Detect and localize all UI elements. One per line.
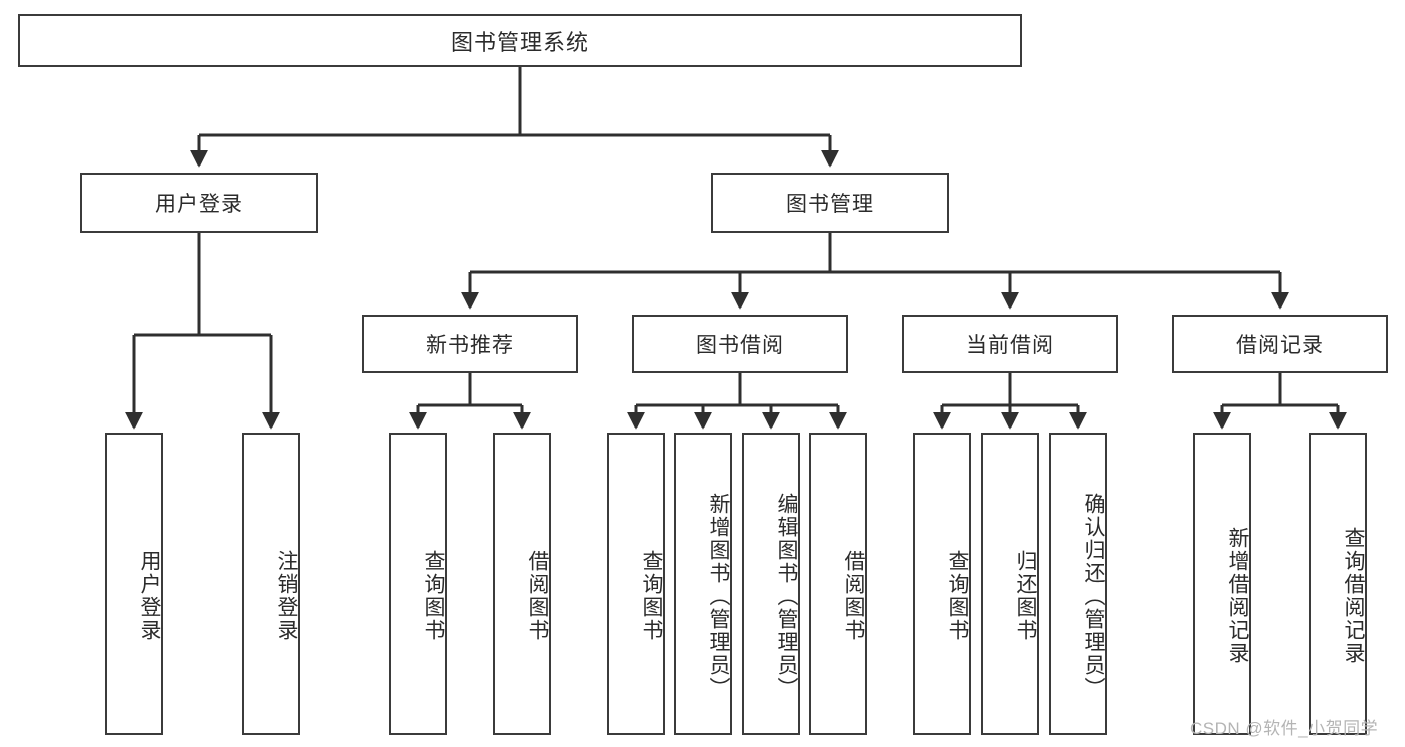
- leaf-current-borrow-query[interactable]: 查询图书: [913, 433, 971, 735]
- leaf-book-borrow-add-admin[interactable]: 新增图书（管理员）: [674, 433, 732, 735]
- node-user-login[interactable]: 用户登录: [80, 173, 318, 233]
- leaf-user-login-logout[interactable]: 注销登录: [242, 433, 300, 735]
- node-root-system[interactable]: 图书管理系统: [18, 14, 1022, 67]
- leaf-user-login-login[interactable]: 用户登录: [105, 433, 163, 735]
- leaf-new-book-query[interactable]: 查询图书: [389, 433, 447, 735]
- node-book-management[interactable]: 图书管理: [711, 173, 949, 233]
- leaf-borrow-record-add[interactable]: 新增借阅记录: [1193, 433, 1251, 735]
- leaf-borrow-record-query[interactable]: 查询借阅记录: [1309, 433, 1367, 735]
- leaf-current-borrow-confirm-admin[interactable]: 确认归还（管理员）: [1049, 433, 1107, 735]
- csdn-watermark: CSDN @软件_小贺同学: [1190, 719, 1379, 738]
- leaf-current-borrow-return[interactable]: 归还图书: [981, 433, 1039, 735]
- leaf-new-book-borrow[interactable]: 借阅图书: [493, 433, 551, 735]
- leaf-book-borrow-query[interactable]: 查询图书: [607, 433, 665, 735]
- node-book-borrow[interactable]: 图书借阅: [632, 315, 848, 373]
- node-borrow-record[interactable]: 借阅记录: [1172, 315, 1388, 373]
- leaf-book-borrow-borrow[interactable]: 借阅图书: [809, 433, 867, 735]
- node-new-book-recommend[interactable]: 新书推荐: [362, 315, 578, 373]
- node-current-borrow[interactable]: 当前借阅: [902, 315, 1118, 373]
- leaf-book-borrow-edit-admin[interactable]: 编辑图书（管理员）: [742, 433, 800, 735]
